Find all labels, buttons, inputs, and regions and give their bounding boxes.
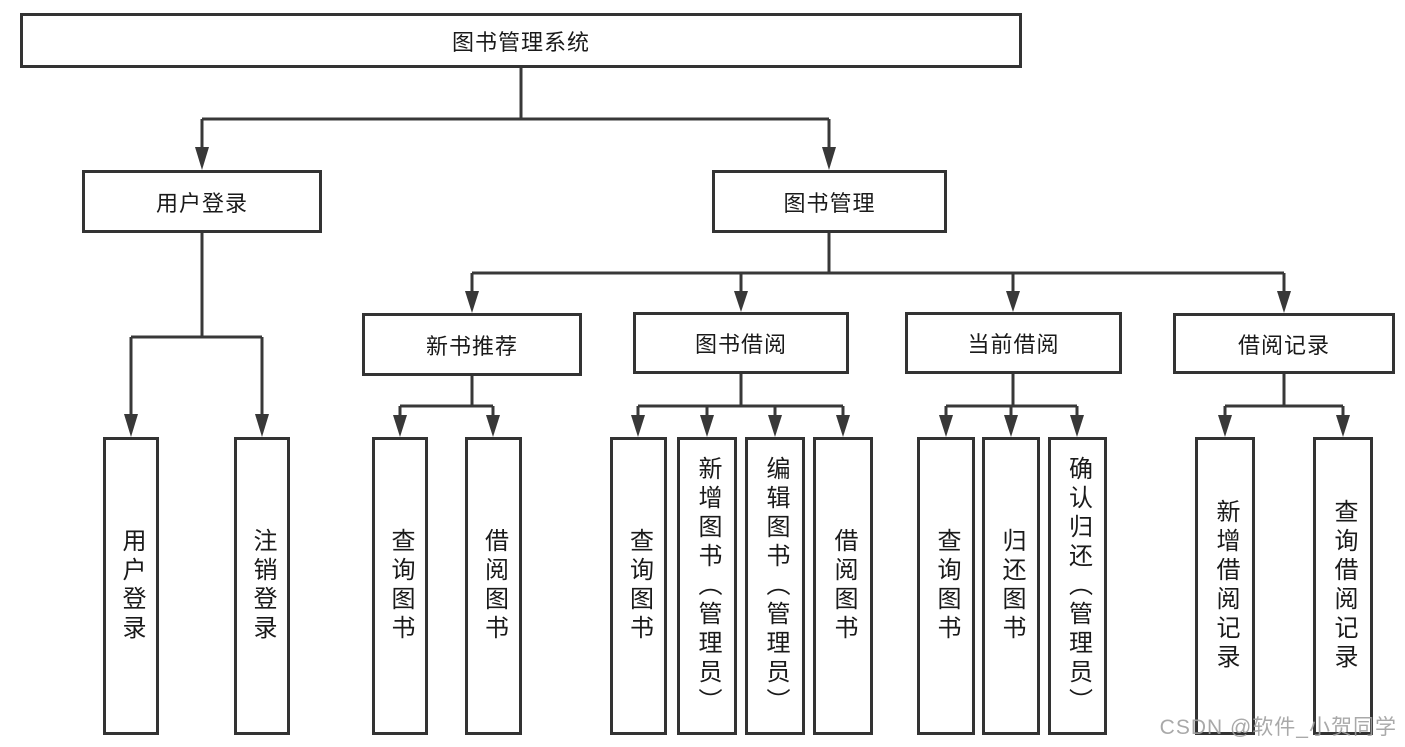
leaf-query-book-current: 查询图书: [917, 437, 975, 735]
leaf-user-login: 用户登录: [103, 437, 159, 735]
node-root-system: 图书管理系统: [20, 13, 1022, 68]
leaf-return-book: 归还图书: [982, 437, 1040, 735]
csdn-watermark: CSDN @软件_小贺同学: [1159, 716, 1397, 739]
leaf-query-book-current-label: 查询图书: [933, 528, 960, 644]
node-book-management: 图书管理: [712, 170, 947, 233]
node-book-borrow: 图书借阅: [633, 312, 849, 374]
leaf-logout: 注销登录: [234, 437, 290, 735]
leaf-borrow-book: 借阅图书: [813, 437, 873, 735]
leaf-query-book-recommend-label: 查询图书: [387, 528, 414, 644]
leaf-borrow-book-label: 借阅图书: [830, 528, 857, 644]
leaf-edit-book-admin-label: 编辑图书（管理员）: [762, 455, 789, 717]
node-new-book-recommend: 新书推荐: [362, 313, 582, 376]
node-borrow-records: 借阅记录: [1173, 313, 1395, 374]
node-user-login: 用户登录: [82, 170, 322, 233]
leaf-confirm-return-admin-label: 确认归还（管理员）: [1064, 455, 1092, 717]
leaf-edit-book-admin: 编辑图书（管理员）: [745, 437, 805, 735]
leaf-query-borrow-record-label: 查询借阅记录: [1330, 499, 1357, 673]
node-current-borrow: 当前借阅: [905, 312, 1122, 374]
leaf-add-borrow-record: 新增借阅记录: [1195, 437, 1255, 735]
leaf-add-book-admin: 新增图书（管理员）: [677, 437, 737, 735]
leaf-user-login-label: 用户登录: [118, 528, 145, 644]
node-user-login-label: 用户登录: [155, 190, 248, 216]
node-book-management-label: 图书管理: [783, 190, 876, 216]
leaf-query-book-recommend: 查询图书: [372, 437, 428, 735]
leaf-logout-label: 注销登录: [249, 528, 276, 644]
leaf-query-book-borrow-label: 查询图书: [625, 528, 653, 644]
leaf-query-book-borrow: 查询图书: [610, 437, 667, 735]
node-root-label: 图书管理系统: [451, 29, 590, 55]
leaf-add-book-admin-label: 新增图书（管理员）: [694, 455, 721, 717]
node-borrow-records-label: 借阅记录: [1237, 332, 1330, 358]
node-current-borrow-label: 当前借阅: [967, 332, 1060, 357]
leaf-confirm-return-admin: 确认归还（管理员）: [1048, 437, 1107, 735]
leaf-add-borrow-record-label: 新增借阅记录: [1212, 499, 1239, 673]
leaf-return-book-label: 归还图书: [998, 528, 1025, 644]
leaf-borrow-book-recommend: 借阅图书: [465, 437, 522, 735]
node-new-book-recommend-label: 新书推荐: [425, 333, 518, 359]
leaf-query-borrow-record: 查询借阅记录: [1313, 437, 1373, 735]
leaf-borrow-book-recommend-label: 借阅图书: [480, 528, 508, 644]
node-book-borrow-label: 图书借阅: [694, 332, 787, 357]
